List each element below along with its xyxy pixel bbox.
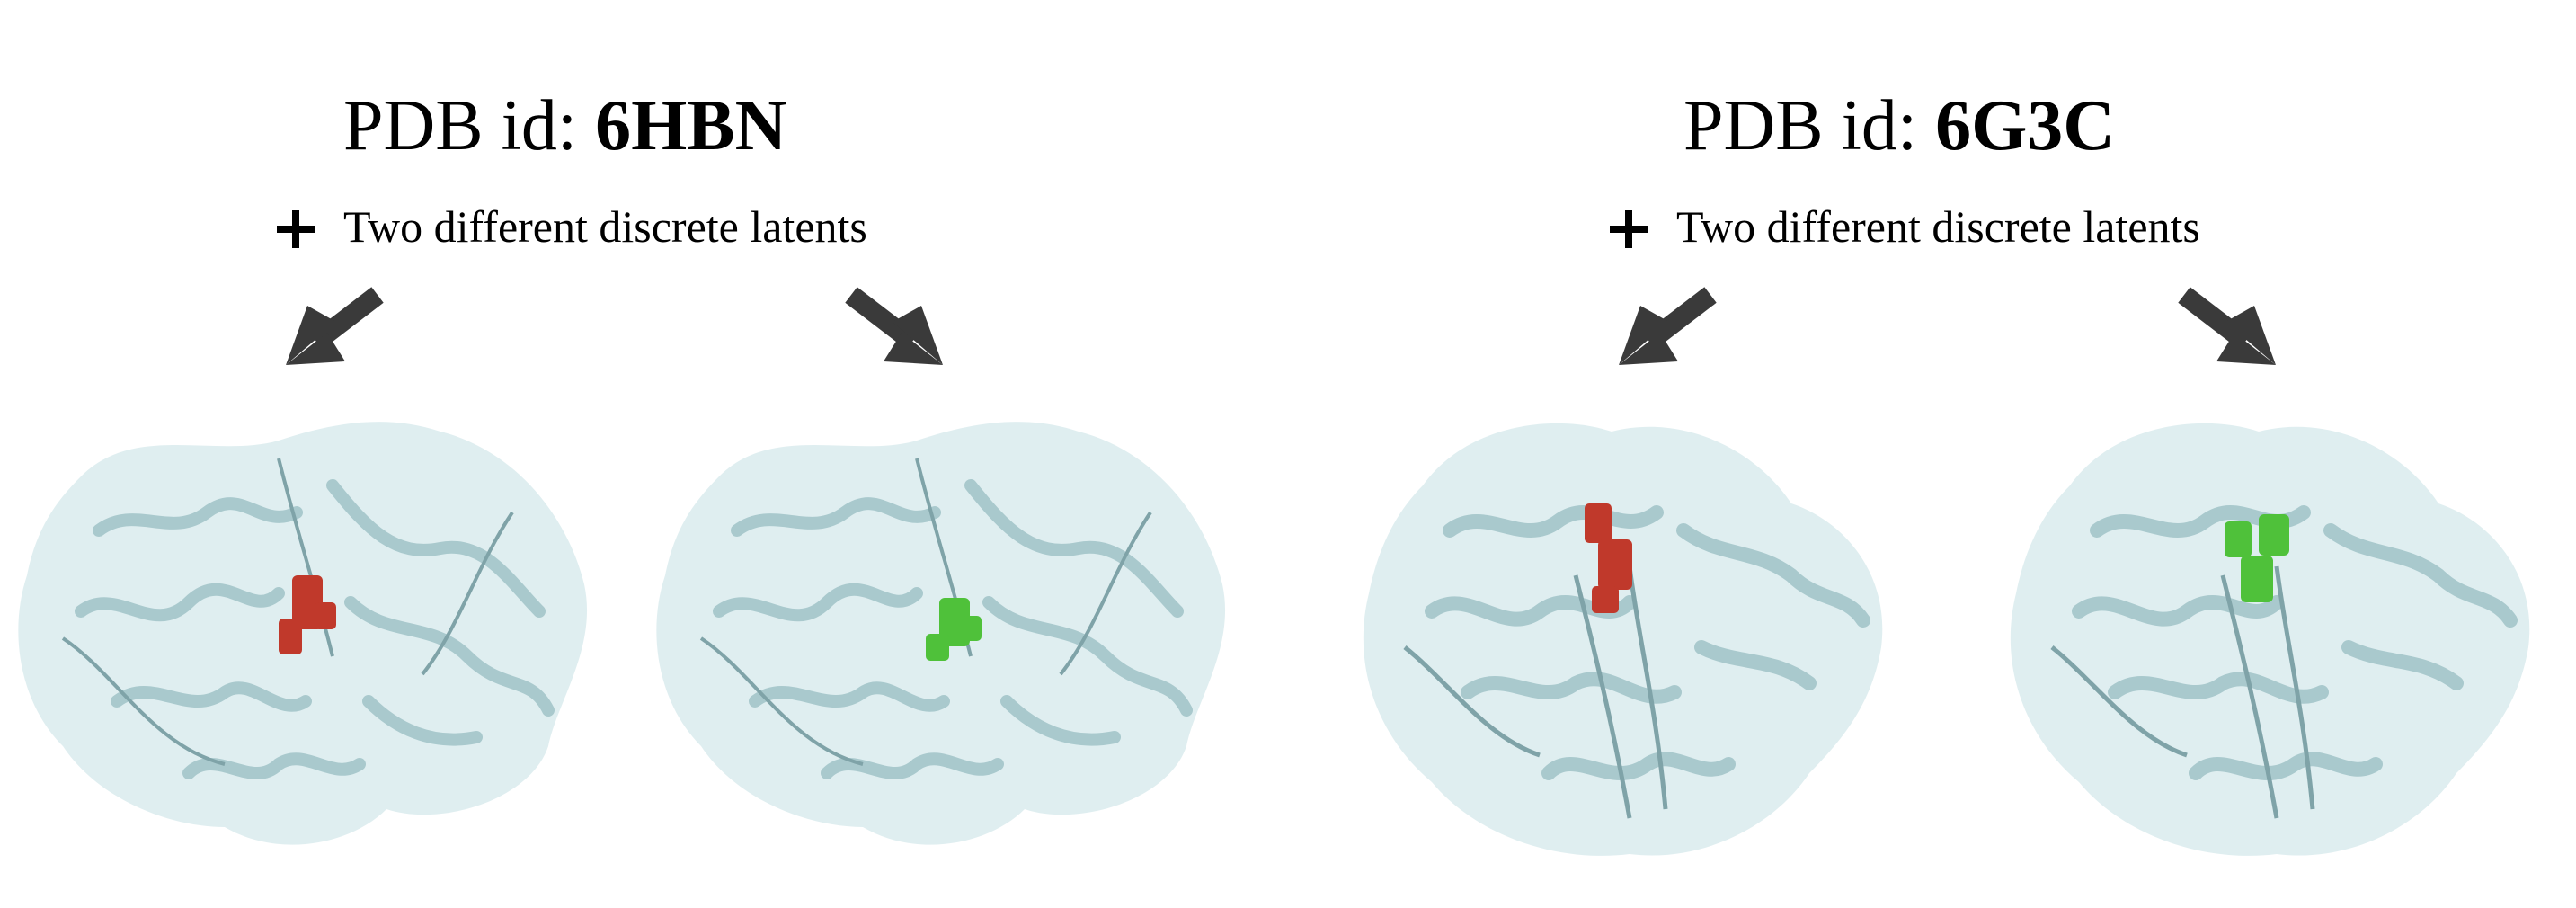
protein-structure-latent-1 bbox=[18, 422, 588, 845]
panel-subtitle: Two different discrete latents bbox=[343, 201, 867, 252]
arrow-down-right-icon bbox=[845, 287, 943, 365]
title-prefix: PDB id: bbox=[1683, 86, 1936, 165]
panel-title: PDB id: 6G3C bbox=[1683, 83, 2115, 169]
title-prefix: PDB id: bbox=[343, 86, 596, 165]
arrow-down-left-icon bbox=[286, 287, 384, 365]
pdb-id: 6HBN bbox=[595, 86, 787, 165]
panel-subtitle: Two different discrete latents bbox=[1676, 201, 2200, 252]
protein-structure-latent-2 bbox=[2010, 423, 2530, 856]
protein-structure-latent-1 bbox=[1363, 423, 1883, 856]
arrow-down-left-icon bbox=[1619, 287, 1717, 365]
panel-title: PDB id: 6HBN bbox=[343, 83, 786, 169]
arrow-down-right-icon bbox=[2178, 287, 2276, 365]
plus-icon bbox=[277, 210, 315, 248]
protein-structure-latent-2 bbox=[656, 422, 1226, 845]
panel-6hbn: PDB id: 6HBN Two different discrete late… bbox=[18, 83, 1226, 845]
plus-icon bbox=[1610, 210, 1648, 248]
panel-6g3c: PDB id: 6G3C Two different discrete late… bbox=[1288, 0, 2576, 908]
pdb-id: 6G3C bbox=[1935, 86, 2116, 165]
